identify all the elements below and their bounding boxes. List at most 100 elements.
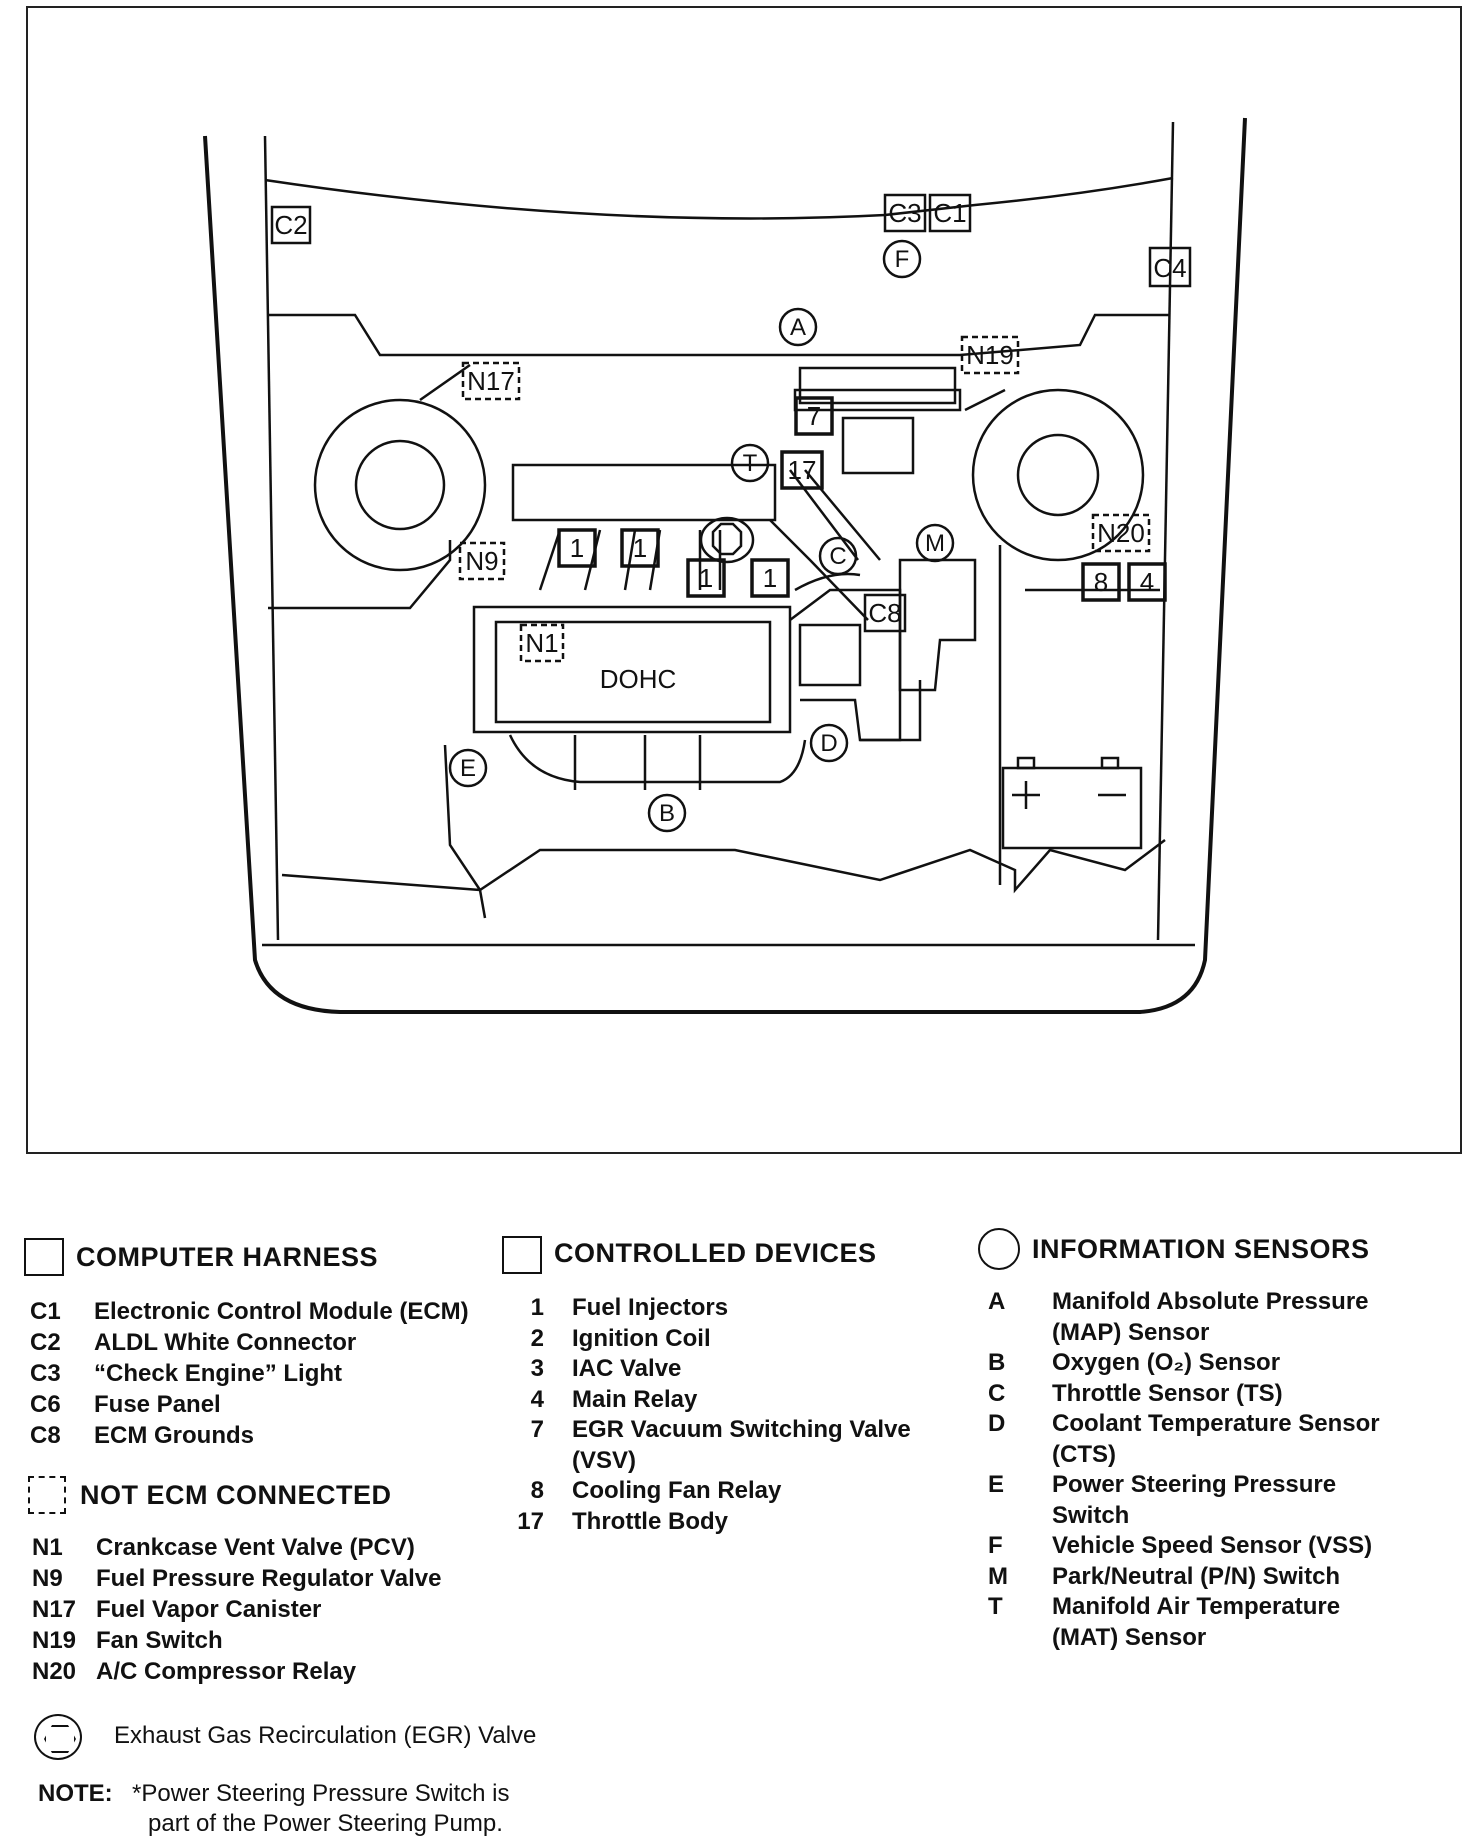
- legend-row: N19 Fan Switch: [32, 1627, 223, 1655]
- svg-text:C1: C1: [933, 198, 966, 228]
- legend-code: 1: [530, 1294, 544, 1321]
- legend-description: IAC Valve: [572, 1355, 682, 1382]
- legend-code: 3: [530, 1355, 544, 1382]
- legend-description: Fan Switch: [96, 1627, 223, 1654]
- engine-inner: [494, 620, 772, 724]
- legend-row: N9 Fuel Pressure Regulator Valve: [32, 1565, 441, 1593]
- engine-label: DOHC: [600, 664, 677, 694]
- svg-text:B: B: [659, 800, 675, 827]
- legend-description: Vehicle Speed Sensor (VSS): [1052, 1532, 1373, 1559]
- svg-text:D: D: [820, 730, 837, 757]
- controlled-devices-title: CONTROLLED DEVICES: [554, 1238, 877, 1268]
- air-duct-box: [841, 416, 915, 475]
- not-ecm-symbol: [28, 1476, 66, 1514]
- legend-code: N20: [32, 1658, 77, 1685]
- legend-description: ALDL White Connector: [94, 1329, 357, 1356]
- sensor-tag-B: B: [647, 793, 687, 833]
- battery-minus: −: [1112, 0, 1127, 6]
- legend-description: Throttle Body: [572, 1507, 728, 1535]
- device-tag-8: 8: [1081, 562, 1121, 602]
- legend-code: N19: [32, 1627, 77, 1654]
- legend-code: C: [988, 1379, 1006, 1407]
- engine-diagram-frame: [26, 6, 1462, 1154]
- svg-text:N19: N19: [966, 340, 1014, 370]
- svg-text:M: M: [925, 530, 945, 557]
- legend-code: N1: [32, 1534, 63, 1561]
- egr-valve-diagram: [699, 516, 755, 564]
- left-lower-apron: [281, 873, 481, 892]
- svg-text:C3: C3: [888, 198, 921, 228]
- note-label: NOTE:: [38, 1780, 113, 1807]
- legend-code: C2: [30, 1329, 61, 1356]
- svg-text:7: 7: [807, 401, 821, 431]
- legend-code: C6: [30, 1391, 61, 1418]
- legend-row: N20 A/C Compressor Relay: [32, 1658, 356, 1686]
- battery-pos-post: [1016, 756, 1036, 770]
- right-strut-tower-outer: [971, 388, 1145, 562]
- not-ecm-tag-N9: N9: [458, 541, 506, 581]
- legend-description: (VSV): [572, 1446, 637, 1474]
- legend-row: (VSV): [516, 1447, 636, 1475]
- legend-description: Switch: [1052, 1501, 1130, 1529]
- legend-code: N9: [32, 1565, 63, 1592]
- svg-text:C: C: [829, 543, 846, 570]
- air-cleaner-top: [798, 366, 957, 405]
- exhaust-manifold: [573, 735, 702, 790]
- intake-runners: [538, 529, 722, 591]
- left-fender-apron: [443, 744, 1166, 894]
- right-strut-brace: [964, 388, 1006, 412]
- legend-description: Cooling Fan Relay: [572, 1477, 782, 1504]
- legend-description: Fuel Pressure Regulator Valve: [96, 1565, 442, 1592]
- egr-pipe: [794, 572, 861, 592]
- legend-description: ECM Grounds: [94, 1422, 254, 1449]
- legend-description: Manifold Air Temperature: [1052, 1593, 1341, 1620]
- legend-description: A/C Compressor Relay: [96, 1658, 357, 1685]
- left-fender-well: [268, 540, 452, 610]
- legend-code: A: [988, 1288, 1006, 1315]
- svg-text:1: 1: [763, 563, 777, 593]
- egr-valve-symbol: [34, 1714, 82, 1760]
- sensor-tag-D: D: [809, 723, 849, 763]
- controlled-devices-symbol: [502, 1236, 542, 1274]
- inner-left-wall: [263, 135, 280, 941]
- svg-text:N1: N1: [525, 628, 558, 658]
- device-tag-1a: 1: [557, 528, 597, 568]
- not-ecm-title: NOT ECM CONNECTED: [80, 1480, 392, 1510]
- legend-description: Coolant Temperature Sensor: [1052, 1410, 1380, 1437]
- note-line-2: part of the Power Steering Pump.: [148, 1810, 503, 1837]
- radiator-support: [268, 313, 1170, 357]
- svg-text:C8: C8: [868, 598, 901, 628]
- sensor-tag-F: F: [882, 239, 922, 279]
- computer-harness-title: COMPUTER HARNESS: [76, 1242, 379, 1272]
- svg-text:4: 4: [1140, 567, 1154, 597]
- svg-text:N20: N20: [1097, 518, 1145, 548]
- svg-text:C2: C2: [274, 210, 307, 240]
- center-bottom: [478, 889, 487, 919]
- cowl-curve: [264, 176, 1174, 220]
- intake-plenum: [511, 463, 777, 522]
- battery-body: [1001, 766, 1143, 850]
- legend-code: B: [988, 1349, 1006, 1376]
- legend-row: C2 ALDL White Connector: [30, 1329, 356, 1357]
- legend-row: 1 Fuel Injectors: [516, 1294, 728, 1322]
- legend-description: Fuel Injectors: [572, 1294, 729, 1321]
- legend-description: (MAP) Sensor: [1052, 1318, 1210, 1346]
- legend-code: 2: [530, 1324, 544, 1352]
- legend-code: M: [988, 1562, 1008, 1590]
- harness-tag-C2: C2: [270, 205, 312, 245]
- sensor-tag-M: M: [915, 523, 955, 563]
- egr-legend-text: Exhaust Gas Recirculation (EGR) Valve: [114, 1722, 537, 1749]
- sensor-tag-E: E: [448, 748, 488, 788]
- svg-text:N17: N17: [467, 366, 515, 396]
- legend-code: N17: [32, 1596, 77, 1623]
- left-strut-brace: [419, 363, 471, 402]
